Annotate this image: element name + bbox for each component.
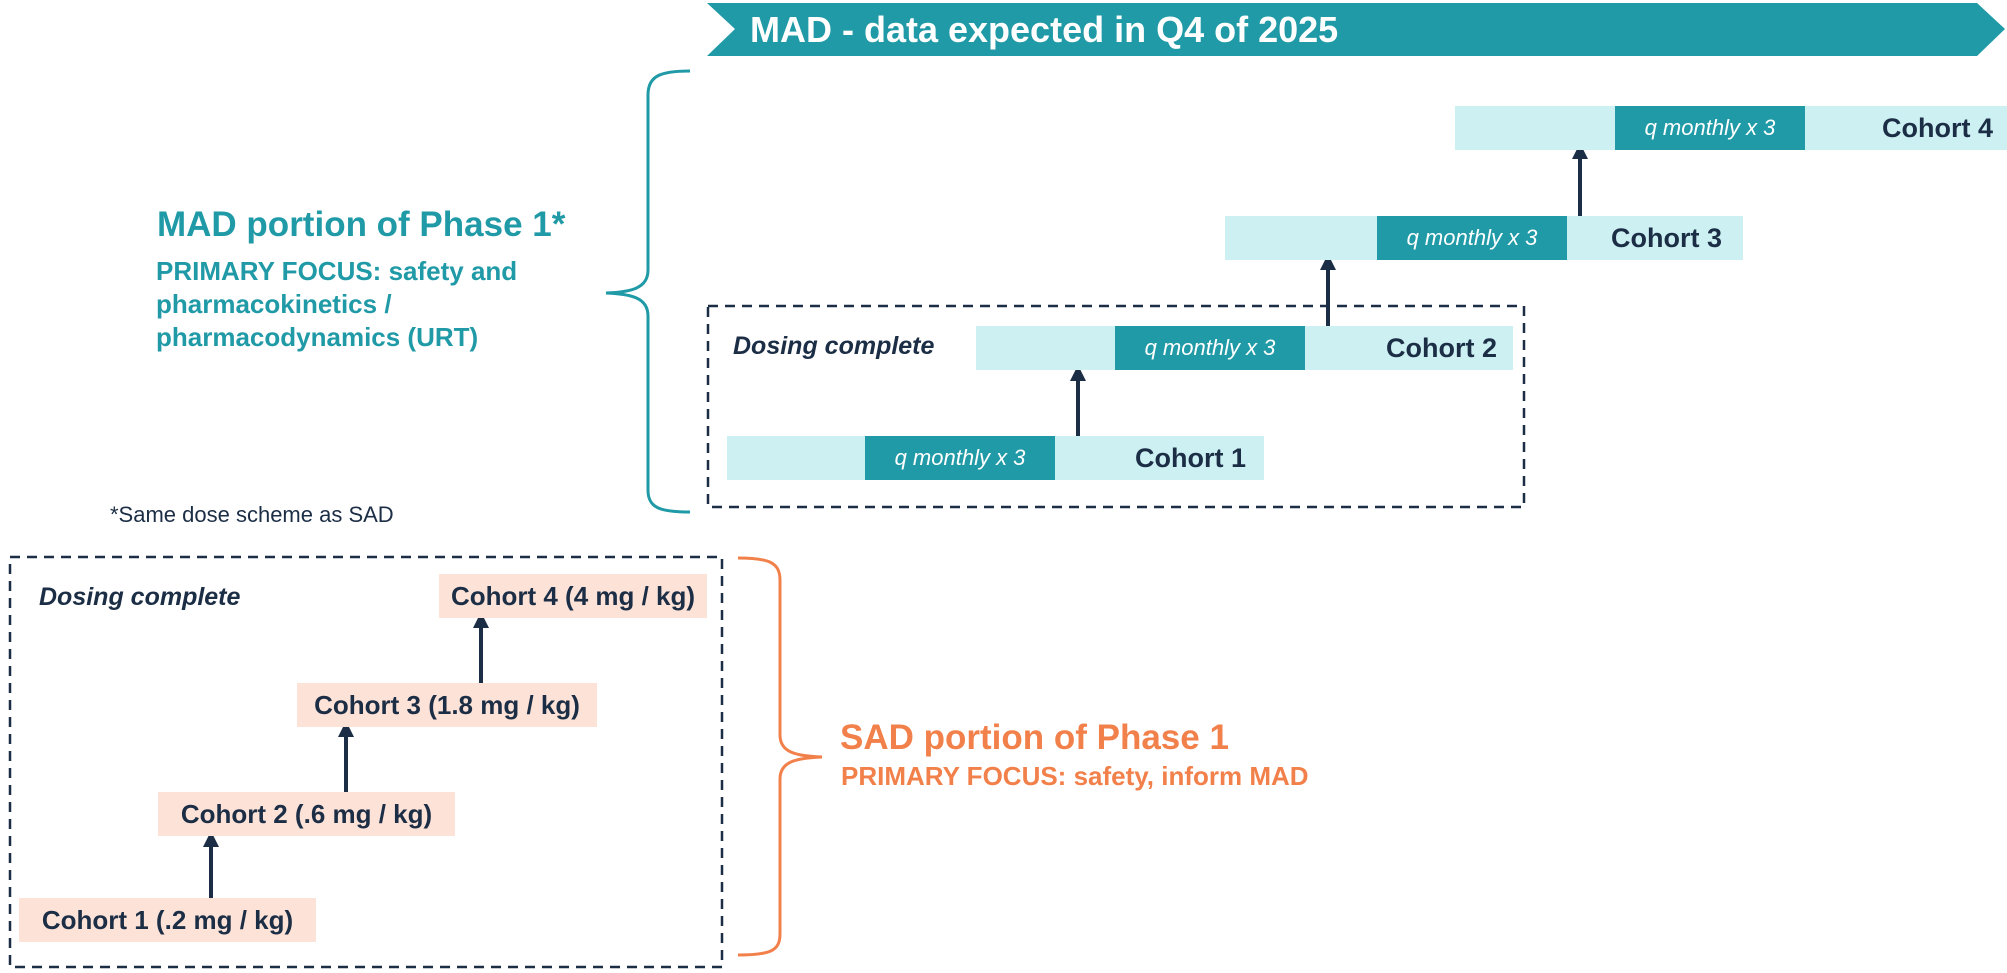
mad-cohort-1-track: q monthly x 3 Cohort 1 <box>727 436 1264 480</box>
mad-cohort-4-dose: q monthly x 3 <box>1615 106 1805 150</box>
mad-cohort-1-dose: q monthly x 3 <box>865 436 1055 480</box>
sad-dosing-complete-label: Dosing complete <box>39 583 241 611</box>
mad-arrows <box>1070 143 1588 436</box>
sad-arrows <box>203 612 489 898</box>
mad-cohort-3-track: q monthly x 3 Cohort 3 <box>1225 216 1743 260</box>
mad-cohort-3-label: Cohort 3 <box>1611 223 1722 253</box>
sad-cohort-3: Cohort 3 (1.8 mg / kg) <box>297 683 597 727</box>
mad-focus: PRIMARY FOCUS: safety and pharmacokineti… <box>156 256 518 352</box>
mad-cohort-1-label: Cohort 1 <box>1135 443 1246 473</box>
mad-cohort-4-label: Cohort 4 <box>1882 113 1993 143</box>
sad-cohort-1: Cohort 1 (.2 mg / kg) <box>19 898 316 942</box>
sad-title: SAD portion of Phase 1 <box>840 718 1229 757</box>
mad-brace <box>605 69 691 514</box>
footnote: *Same dose scheme as SAD <box>110 502 394 527</box>
mad-cohort-3-dose: q monthly x 3 <box>1377 216 1567 260</box>
mad-cohort-4-track: q monthly x 3 Cohort 4 <box>1455 106 2007 150</box>
sad-brace <box>737 556 823 957</box>
sad-cohort-4: Cohort 4 (4 mg / kg) <box>439 574 707 618</box>
sad-cohort-2: Cohort 2 (.6 mg / kg) <box>158 792 455 836</box>
sad-focus: PRIMARY FOCUS: safety, inform MAD <box>841 761 1309 791</box>
mad-cohort-2-track: q monthly x 3 Cohort 2 <box>976 326 1513 370</box>
banner-shape <box>707 3 2005 56</box>
mad-cohort-2-label: Cohort 2 <box>1386 333 1497 363</box>
mad-dosing-complete-label: Dosing complete <box>733 332 935 360</box>
mad-title: MAD portion of Phase 1* <box>157 205 566 244</box>
mad-dosing-complete-box <box>706 304 1526 509</box>
banner-title: MAD - data expected in Q4 of 2025 <box>750 9 1339 50</box>
mad-cohort-2-dose: q monthly x 3 <box>1115 326 1305 370</box>
